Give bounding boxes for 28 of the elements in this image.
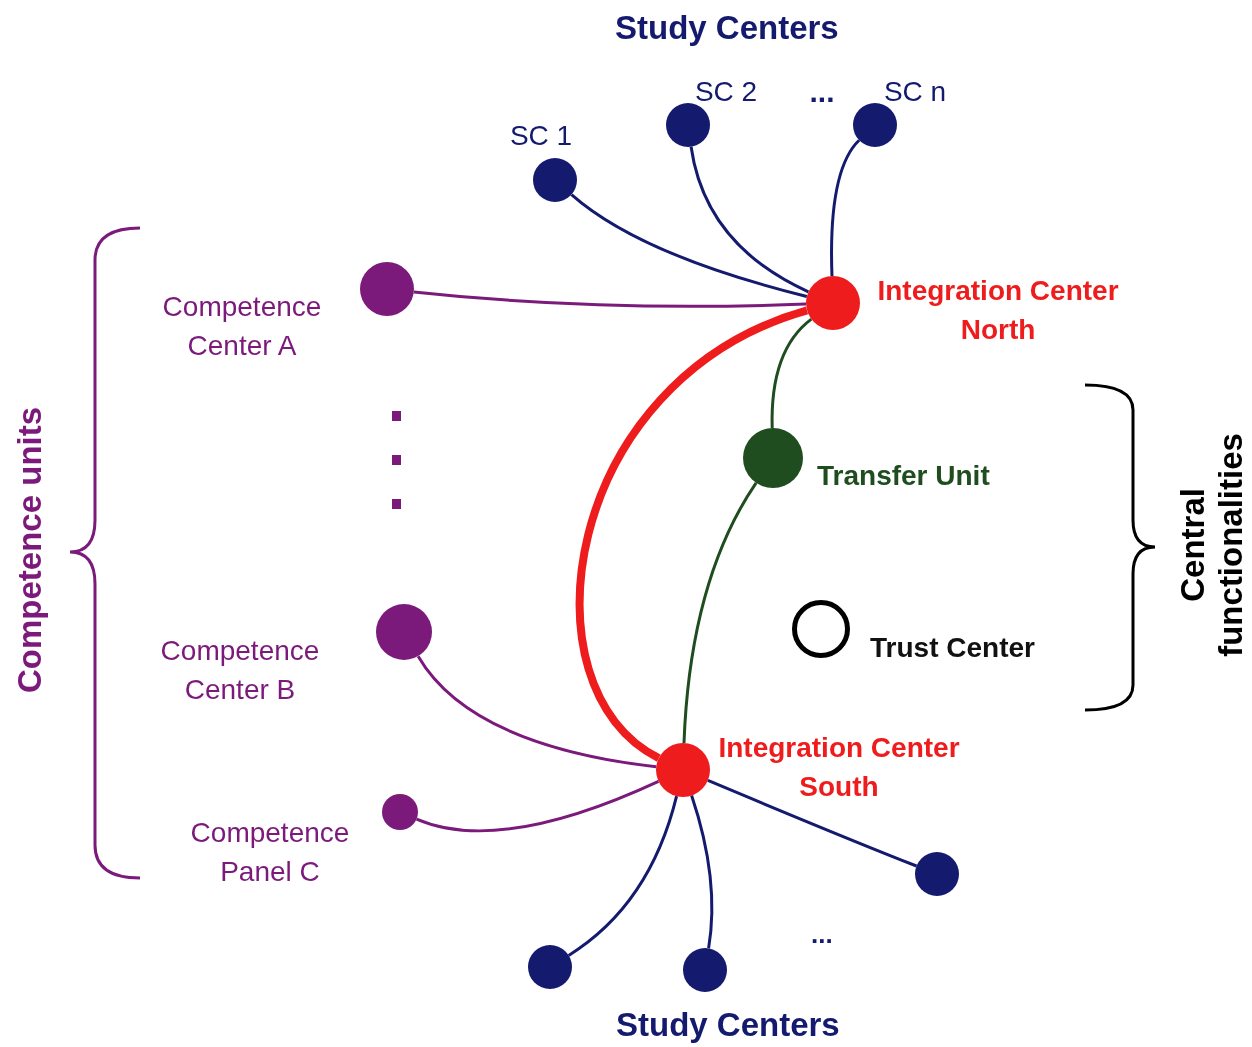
connector	[416, 780, 660, 833]
connector	[690, 795, 714, 949]
connector	[570, 193, 808, 298]
group-label: Competence units	[11, 406, 49, 693]
connector	[416, 655, 657, 769]
group-label: Central functionalities	[1174, 432, 1250, 659]
connector	[707, 779, 918, 868]
node-label: Competence Center A	[161, 290, 323, 363]
node-label: Transfer Unit	[817, 459, 991, 493]
node-label: SC 1	[508, 119, 574, 153]
connector	[567, 795, 679, 957]
node-label: Competence Center B	[159, 634, 321, 707]
thick-connector	[576, 306, 809, 762]
node-label: SC n	[882, 75, 948, 109]
connector	[413, 290, 807, 308]
node-label: Trust Center	[870, 631, 1036, 665]
node-label: Competence Panel C	[189, 816, 351, 889]
node-label: Integration Center South	[717, 731, 961, 804]
ellipsis-label: ...	[811, 920, 833, 950]
node-label: Integration Center North	[876, 274, 1120, 347]
connector	[830, 139, 861, 277]
group-title: Study Centers	[615, 9, 839, 47]
connector	[689, 146, 810, 294]
connector	[770, 318, 813, 429]
connector	[682, 482, 758, 744]
node-label: SC 2	[693, 75, 759, 109]
group-title: Study Centers	[616, 1006, 840, 1044]
ellipsis-label: ...	[809, 74, 835, 109]
